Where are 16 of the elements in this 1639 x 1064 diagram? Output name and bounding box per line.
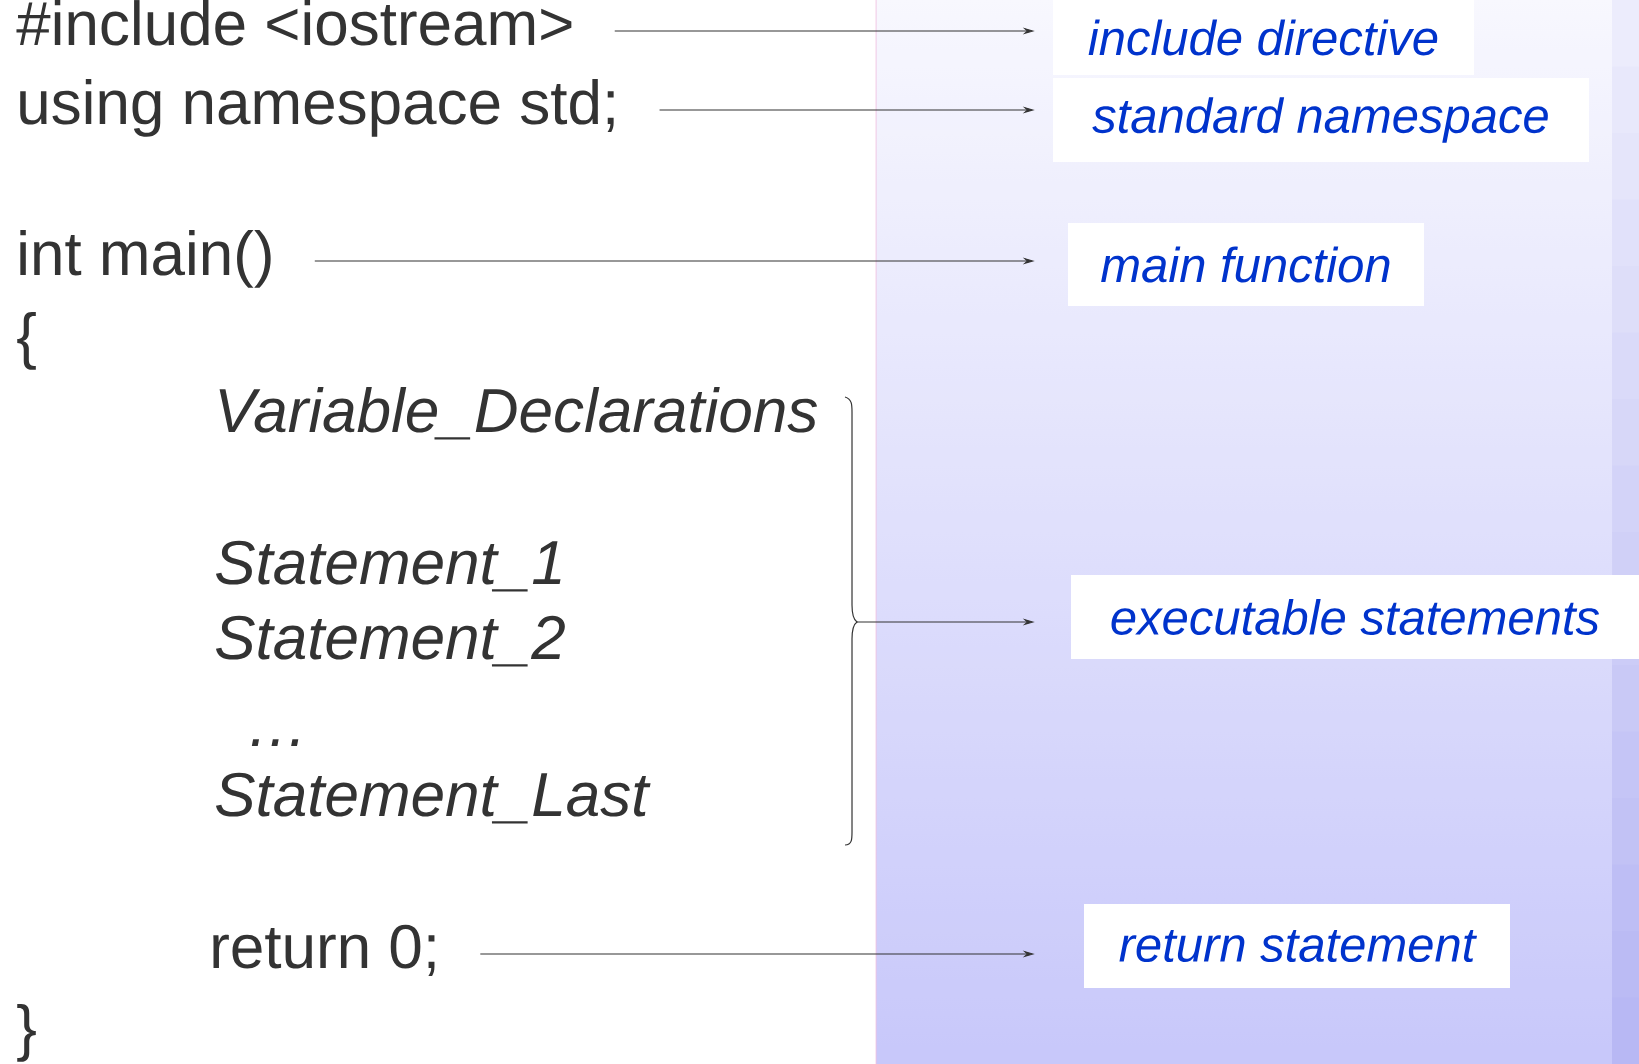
- code-line: Variable_Declarations: [219, 387, 818, 440]
- annotation-box: executable statements: [1071, 575, 1639, 659]
- code-line: #include <iostream>: [16, 0, 572, 46]
- annotation-box: main function: [1068, 223, 1424, 306]
- code-line: …: [251, 739, 299, 746]
- annotation-box: standard namespace: [1053, 78, 1589, 162]
- code-line: using namespace std;: [20, 79, 614, 137]
- code-line: int main(): [20, 230, 271, 288]
- code-line: Statement_2: [215, 615, 565, 667]
- annotation-box: return statement: [1084, 904, 1510, 988]
- code-line: Statement_Last: [215, 772, 651, 824]
- code-line: return 0;: [213, 924, 435, 976]
- code-line: {: [17, 312, 36, 370]
- code-line: Statement_1: [215, 540, 561, 592]
- code-line: }: [17, 1004, 36, 1062]
- annotation-box: include directive: [1053, 0, 1474, 75]
